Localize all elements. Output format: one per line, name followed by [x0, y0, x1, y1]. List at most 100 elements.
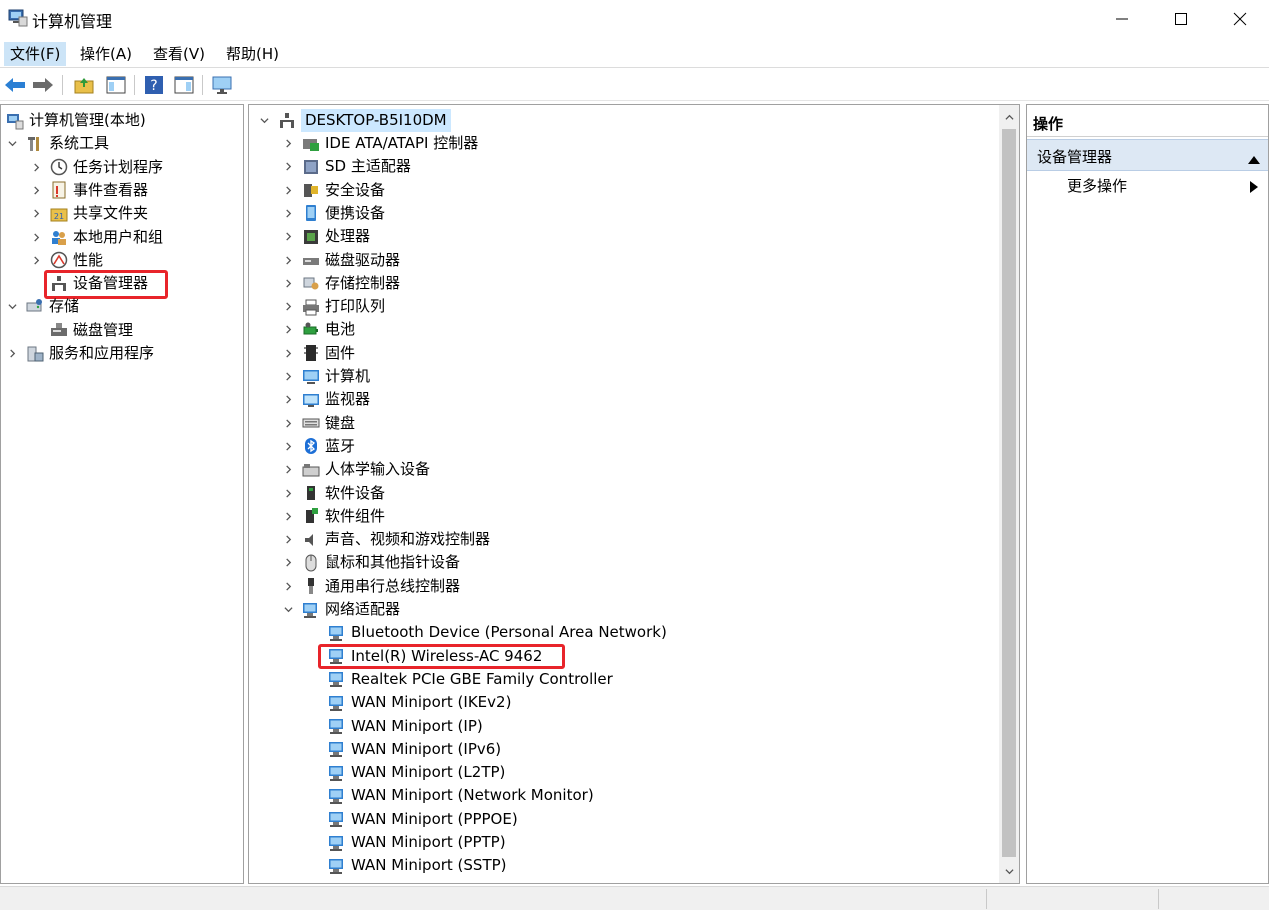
expander[interactable]: [281, 393, 295, 407]
highlight-box-device-manager: [44, 270, 168, 300]
device-category-item[interactable]: 通用串行总线控制器: [281, 575, 460, 598]
expander[interactable]: [281, 579, 295, 593]
device-category-item[interactable]: 固件: [281, 342, 355, 365]
submenu-arrow-icon[interactable]: [1250, 179, 1258, 197]
expander[interactable]: [281, 160, 295, 174]
software-device-icon: [307, 486, 315, 500]
expander[interactable]: [281, 323, 295, 337]
expander[interactable]: [281, 206, 295, 220]
help-button[interactable]: ?: [142, 73, 166, 97]
console-tree-item[interactable]: 性能: [29, 249, 103, 272]
device-category-item[interactable]: 计算机: [281, 365, 370, 388]
vertical-scrollbar[interactable]: [999, 105, 1019, 883]
expander[interactable]: [281, 300, 295, 314]
scroll-down-button[interactable]: [999, 861, 1019, 881]
expander[interactable]: [29, 183, 43, 197]
action-pane-button[interactable]: [172, 73, 196, 97]
expander[interactable]: [281, 276, 295, 290]
expander[interactable]: [29, 160, 43, 174]
network-adapter-item[interactable]: WAN Miniport (IKEv2): [307, 691, 511, 714]
console-tree-item[interactable]: 服务和应用程序: [5, 342, 154, 365]
network-adapter-item[interactable]: WAN Miniport (PPPOE): [307, 808, 518, 831]
menu-help[interactable]: 帮助(H): [226, 45, 279, 63]
more-actions-item[interactable]: 更多操作: [1067, 177, 1128, 195]
expander[interactable]: [281, 486, 295, 500]
expander[interactable]: [29, 230, 43, 244]
device-category-item[interactable]: 便携设备: [281, 202, 385, 225]
expander[interactable]: [5, 300, 19, 314]
device-category-item[interactable]: 鼠标和其他指针设备: [281, 551, 460, 574]
network-adapter-item[interactable]: Intel(R) Wireless-AC 9462: [307, 645, 542, 668]
up-level-button[interactable]: [72, 73, 96, 97]
forward-button[interactable]: [31, 73, 55, 97]
device-category-item[interactable]: 电池: [281, 318, 355, 341]
device-category-item[interactable]: SD 主适配器: [281, 155, 411, 178]
expander[interactable]: [281, 253, 295, 267]
network-adapter-item[interactable]: WAN Miniport (Network Monitor): [307, 784, 594, 807]
expander[interactable]: [29, 253, 43, 267]
network-adapter-item[interactable]: WAN Miniport (IP): [307, 715, 483, 738]
device-category-item[interactable]: 网络适配器: [281, 598, 400, 621]
device-category-item[interactable]: 磁盘驱动器: [281, 249, 400, 272]
device-category-item[interactable]: 软件设备: [281, 482, 385, 505]
expander[interactable]: [281, 556, 295, 570]
scroll-up-button[interactable]: [999, 107, 1019, 127]
expander[interactable]: [281, 137, 295, 151]
console-tree-item[interactable]: 任务计划程序: [29, 156, 163, 179]
back-button[interactable]: [3, 73, 27, 97]
expander[interactable]: [281, 370, 295, 384]
expander[interactable]: [281, 346, 295, 360]
device-category-item[interactable]: 存储控制器: [281, 272, 400, 295]
expander[interactable]: [281, 439, 295, 453]
device-category-item[interactable]: 声音、视频和游戏控制器: [281, 528, 490, 551]
expander[interactable]: [281, 509, 295, 523]
menu-action[interactable]: 操作(A): [80, 45, 132, 63]
device-tree-root[interactable]: DESKTOP-B5I10DM: [257, 109, 451, 132]
expander[interactable]: [281, 230, 295, 244]
device-category-item[interactable]: 键盘: [281, 412, 355, 435]
console-tree-item[interactable]: 计算机管理(本地): [1, 109, 146, 132]
device-category-item[interactable]: 安全设备: [281, 179, 385, 202]
network-adapter-item[interactable]: WAN Miniport (IPv6): [307, 738, 501, 761]
device-category-item[interactable]: 处理器: [281, 225, 370, 248]
expander[interactable]: [281, 463, 295, 477]
monitor-button[interactable]: [210, 73, 234, 97]
maximize-button[interactable]: [1151, 0, 1211, 38]
scroll-thumb[interactable]: [1002, 129, 1016, 857]
chevron-right-icon: [33, 232, 39, 242]
network-adapter-item[interactable]: Realtek PCIe GBE Family Controller: [307, 668, 613, 691]
device-category-item[interactable]: IDE ATA/ATAPI 控制器: [281, 132, 478, 155]
menu-view[interactable]: 查看(V): [153, 45, 205, 63]
console-tree-item[interactable]: 设备管理器: [29, 272, 148, 295]
expander[interactable]: [257, 114, 271, 128]
expander[interactable]: [5, 347, 19, 361]
menu-file[interactable]: 文件(F): [4, 42, 67, 66]
device-category-item[interactable]: 蓝牙: [281, 435, 355, 458]
device-category-item[interactable]: 人体学输入设备: [281, 458, 430, 481]
expander[interactable]: [281, 183, 295, 197]
network-adapter-item[interactable]: WAN Miniport (PPTP): [307, 831, 506, 854]
console-tree-item[interactable]: 存储: [5, 295, 79, 318]
minimize-button[interactable]: [1092, 0, 1152, 38]
console-tree-item[interactable]: 系统工具: [5, 132, 109, 155]
network-adapter-item[interactable]: WAN Miniport (SSTP): [307, 854, 507, 877]
show-hide-tree-button[interactable]: [104, 73, 128, 97]
console-tree-item[interactable]: 本地用户和组: [29, 226, 163, 249]
device-category-item[interactable]: 监视器: [281, 388, 370, 411]
network-adapter-icon: [327, 809, 347, 829]
expander[interactable]: [281, 416, 295, 430]
network-adapter-item[interactable]: WAN Miniport (L2TP): [307, 761, 505, 784]
console-tree-item[interactable]: 磁盘管理: [29, 319, 133, 342]
collapse-triangle-icon[interactable]: [1248, 150, 1260, 168]
close-button[interactable]: [1210, 0, 1269, 38]
expander[interactable]: [29, 207, 43, 221]
expander[interactable]: [281, 533, 295, 547]
actions-section-device-manager[interactable]: 设备管理器: [1027, 139, 1268, 171]
expander[interactable]: [281, 603, 295, 617]
network-adapter-item[interactable]: Bluetooth Device (Personal Area Network): [307, 621, 667, 644]
expander[interactable]: [5, 137, 19, 151]
device-category-item[interactable]: 软件组件: [281, 505, 385, 528]
console-tree-item[interactable]: 事件查看器: [29, 179, 148, 202]
device-category-item[interactable]: 打印队列: [281, 295, 385, 318]
